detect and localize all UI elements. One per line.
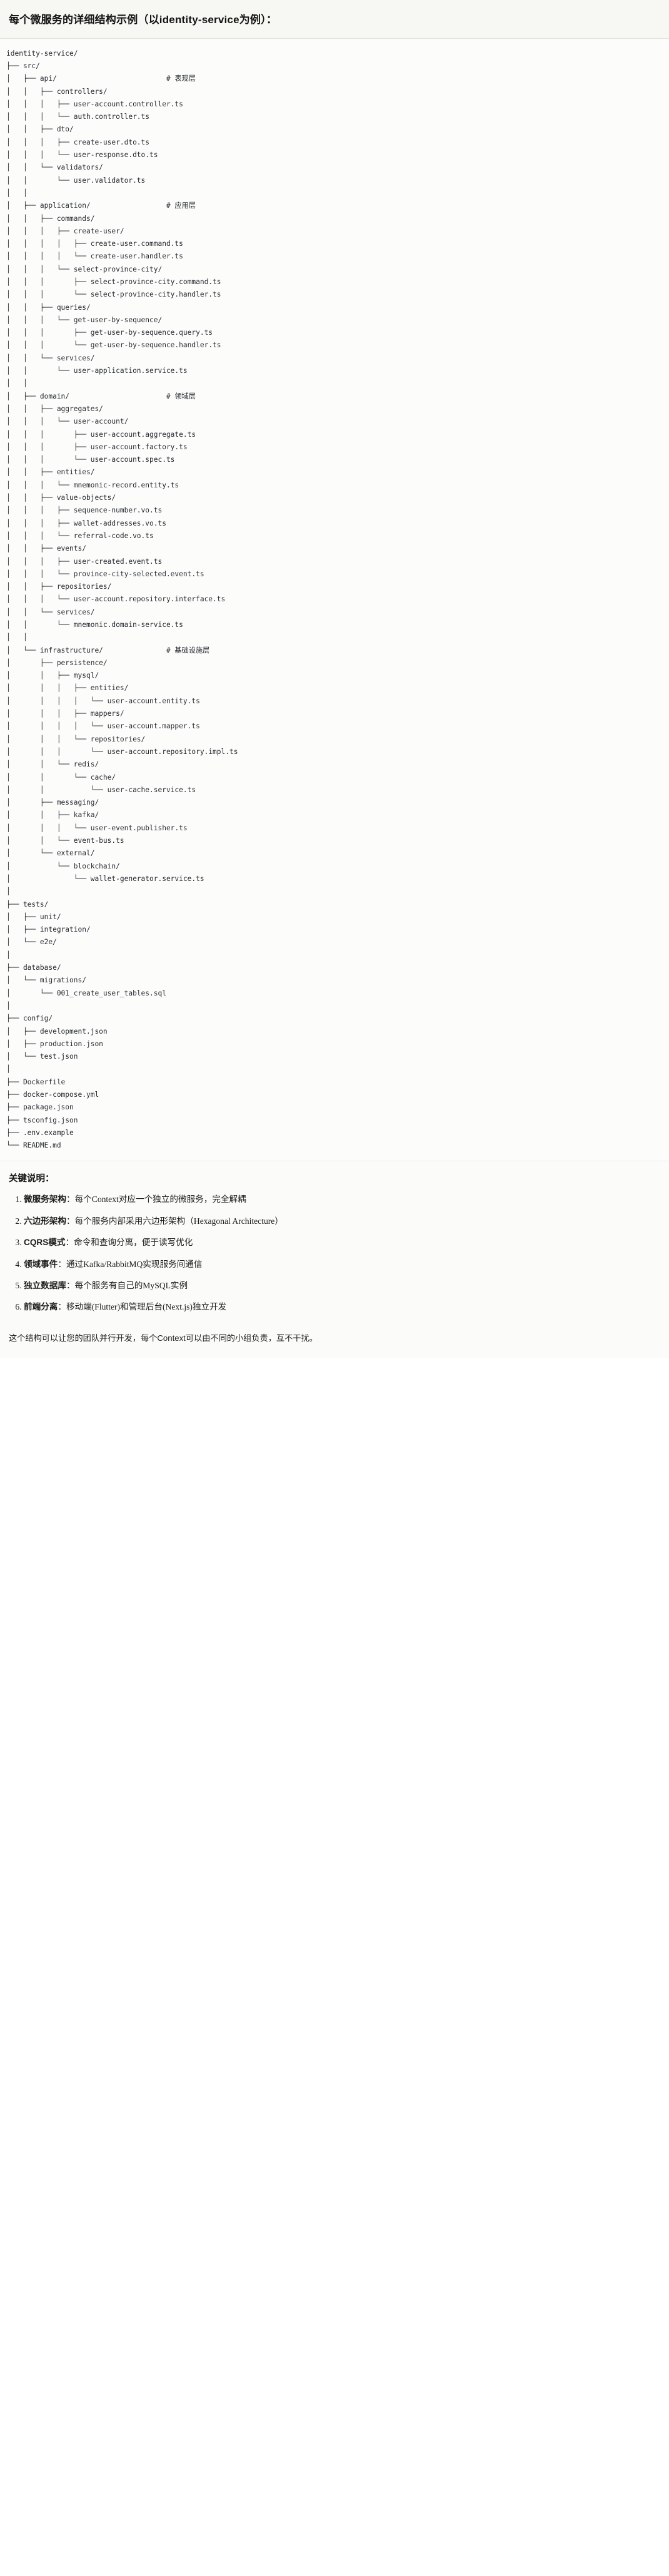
- keypoint-term: 独立数据库: [24, 1281, 66, 1291]
- keypoint-description: 移动端(Flutter)和管理后台(Next.js)独立开发: [66, 1302, 227, 1312]
- closing-paragraph: 这个结构可以让您的团队并行开发，每个Context可以由不同的小组负责，互不干扰…: [0, 1327, 669, 1358]
- document-page: 每个微服务的详细结构示例（以identity-service为例）： ident…: [0, 0, 669, 1358]
- keypoint-separator: ：: [66, 1194, 75, 1204]
- keypoint-item: 六边形架构：每个服务内部采用六边形架构（Hexagonal Architectu…: [24, 1215, 660, 1228]
- keypoint-term: 领域事件: [24, 1259, 58, 1269]
- keypoint-item: 领域事件：通过Kafka/RabbitMQ实现服务间通信: [24, 1258, 660, 1271]
- keypoint-separator: ：: [66, 1281, 75, 1291]
- keypoint-description: 通过Kafka/RabbitMQ实现服务间通信: [66, 1259, 203, 1269]
- title-section: 每个微服务的详细结构示例（以identity-service为例）：: [0, 0, 669, 39]
- keypoint-separator: ：: [58, 1259, 66, 1269]
- keypoint-item: 独立数据库：每个服务有自己的MySQL实例: [24, 1280, 660, 1292]
- keypoint-separator: ：: [65, 1238, 74, 1248]
- keypoint-separator: ：: [58, 1302, 66, 1312]
- keypoint-description: 每个Context对应一个独立的微服务，完全解耦: [74, 1194, 246, 1204]
- keypoint-item: CQRS模式：命令和查询分离，便于读写优化: [24, 1236, 660, 1249]
- directory-tree: identity-service/ ├── src/ │ ├── api/ # …: [6, 49, 238, 1150]
- page-title: 每个微服务的详细结构示例（以identity-service为例）：: [9, 14, 278, 26]
- keypoint-separator: ：: [66, 1216, 75, 1226]
- keypoint-term: 微服务架构: [24, 1194, 66, 1204]
- directory-tree-block: identity-service/ ├── src/ │ ├── api/ # …: [0, 38, 669, 1162]
- keypoints-section: 关键说明： 微服务架构：每个Context对应一个独立的微服务，完全解耦六边形架…: [0, 1161, 669, 1328]
- keypoint-description: 命令和查询分离，便于读写优化: [74, 1238, 193, 1248]
- keypoint-term: 前端分离: [24, 1302, 58, 1312]
- keypoint-item: 微服务架构：每个Context对应一个独立的微服务，完全解耦: [24, 1193, 660, 1206]
- keypoints-list: 微服务架构：每个Context对应一个独立的微服务，完全解耦六边形架构：每个服务…: [9, 1193, 660, 1313]
- keypoint-description: 每个服务内部采用六边形架构（Hexagonal Architecture）: [74, 1216, 283, 1226]
- keypoint-term: 六边形架构: [24, 1216, 66, 1226]
- keypoint-term: CQRS模式: [24, 1238, 66, 1248]
- keypoint-item: 前端分离：移动端(Flutter)和管理后台(Next.js)独立开发: [24, 1301, 660, 1313]
- keypoint-description: 每个服务有自己的MySQL实例: [74, 1281, 188, 1291]
- keypoints-heading: 关键说明：: [9, 1174, 54, 1184]
